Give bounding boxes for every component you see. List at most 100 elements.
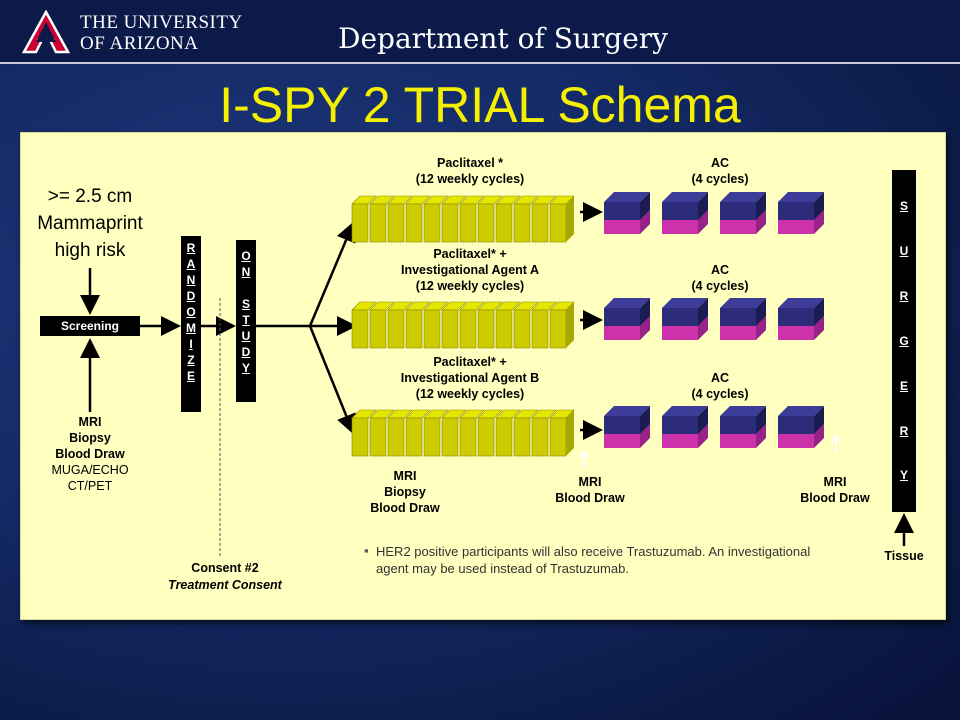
ac-cycle-bottom-side-arm-2	[814, 316, 824, 340]
ac-cycle-bottom-arm-3	[778, 434, 814, 448]
randomize-letter: I	[189, 337, 193, 351]
taxol-cycle-arm-2	[513, 309, 531, 349]
ac-cycle-top-arm-3	[604, 416, 640, 434]
university-logo-icon	[22, 10, 70, 54]
taxol-cycle-arm-3	[495, 417, 513, 457]
ac-cycle-bottom-side-arm-2	[640, 316, 650, 340]
ac-cycle-bottom-side-arm-1	[756, 210, 766, 234]
surgery-bar: S U R G E R Y	[892, 170, 916, 512]
taxol-cycle-side-arm-2	[566, 302, 574, 348]
ac-label-line: AC	[710, 263, 730, 277]
pre-surgery-blood-draw: Blood Draw	[800, 491, 870, 505]
taxol-cycle-arm-3	[351, 417, 369, 457]
randomize-letter: Z	[187, 353, 195, 367]
baseline-blood-draw: Blood Draw	[55, 447, 125, 461]
ac-cycle-bottom-arm-2	[662, 326, 698, 340]
randomize-letter: A	[186, 257, 196, 271]
midpoint-mri: MRI	[393, 469, 417, 483]
ac-cycle-top-side-arm-2	[756, 298, 766, 326]
on-study-letter: U	[241, 329, 251, 343]
consent-title: Consent #2	[191, 561, 259, 575]
arm-2-label-line: Paclitaxel* +	[433, 247, 507, 261]
randomize-letter: M	[186, 321, 196, 335]
taxol-cycle-arm-1	[459, 203, 477, 243]
ac-cycle-top-side-arm-2	[640, 298, 650, 326]
taxol-cycle-arm-2	[405, 309, 423, 349]
taxol-cycle-side-arm-1	[566, 196, 574, 242]
department-title: Department of Surgery	[338, 22, 668, 55]
arm-3-label-line: Investigational Agent B	[400, 371, 540, 385]
surgery-letter: U	[899, 244, 909, 259]
ac-cycle-top-top-arm-1	[604, 192, 650, 202]
taxol-cycle-arm-1	[477, 203, 495, 243]
ac-cycle-bottom-arm-3	[720, 434, 756, 448]
taxol-cycle-arm-3	[423, 417, 441, 457]
ac-cycle-top-side-arm-1	[814, 192, 824, 220]
taxol-cycle-arm-2	[369, 309, 387, 349]
midpoint-tests: MRI Biopsy Blood Draw	[355, 468, 455, 516]
ac-cycle-bottom-side-arm-3	[640, 424, 650, 448]
ac-cycle-bottom-arm-1	[778, 220, 814, 234]
branch-arrow-arm-1	[308, 221, 356, 327]
taxol-cycle-side-arm-3	[566, 410, 574, 456]
arm-1-label: Paclitaxel * (12 weekly cycles)	[360, 155, 580, 187]
randomize-letter: E	[186, 369, 195, 383]
ac-cycle-top-arm-2	[720, 308, 756, 326]
ac-cycle-top-side-arm-3	[814, 406, 824, 434]
arm-2-ac-label: AC (4 cycles)	[670, 262, 770, 294]
ac-cycle-bottom-arm-2	[778, 326, 814, 340]
ac-cycle-top-side-arm-2	[814, 298, 824, 326]
surgery-letter: E	[899, 378, 908, 393]
ac-cycle-bottom-arm-1	[604, 220, 640, 234]
taxol-cycle-arm-2	[423, 309, 441, 349]
screening-box: Screening	[40, 316, 140, 336]
taxol-cycle-arm-1	[495, 203, 513, 243]
on-study-letter: O	[241, 249, 251, 263]
taxol-cycle-arm-2	[531, 309, 549, 349]
ac-cycle-top-top-arm-3	[604, 406, 650, 416]
ac-cycle-top-side-arm-1	[640, 192, 650, 220]
ac-cycle-top-side-arm-3	[698, 406, 708, 434]
ac-cycle-top-arm-2	[662, 308, 698, 326]
on-study-letter: D	[241, 345, 251, 359]
arm-1-ac-label: AC (4 cycles)	[670, 155, 770, 187]
taxol-cycle-arm-1	[405, 203, 423, 243]
consent-label: Consent #2 Treatment Consent	[140, 560, 310, 594]
header-divider	[0, 62, 960, 64]
midpoint-biopsy: Biopsy	[384, 485, 426, 499]
surgery-letter: S	[899, 199, 908, 214]
baseline-biopsy: Biopsy	[69, 431, 111, 445]
taxol-cycle-arm-3	[459, 417, 477, 457]
arm-3-ac-label: AC (4 cycles)	[670, 370, 770, 402]
arm-3-label: Paclitaxel* + Investigational Agent B (1…	[340, 354, 600, 402]
ac-cycle-top-top-arm-1	[720, 192, 766, 202]
on-study-letter: N	[241, 265, 251, 279]
ac-cycle-bottom-side-arm-1	[698, 210, 708, 234]
ac-cycle-top-top-arm-2	[662, 298, 708, 308]
ac-cycle-top-top-arm-2	[604, 298, 650, 308]
ac-cycle-top-arm-2	[778, 308, 814, 326]
baseline-tests: MRI Biopsy Blood Draw MUGA/ECHO CT/PET	[30, 414, 150, 494]
taxol-cycle-arm-1	[531, 203, 549, 243]
ac-cycle-bottom-arm-2	[604, 326, 640, 340]
surgery-letter: Y	[899, 468, 908, 483]
ac-label-line: (4 cycles)	[691, 279, 749, 293]
ac-label-line: AC	[710, 156, 730, 170]
ac-cycle-top-side-arm-3	[756, 406, 766, 434]
arm-2-label-line: (12 weekly cycles)	[415, 279, 525, 293]
taxol-cycle-arm-1	[423, 203, 441, 243]
ac-cycle-bottom-side-arm-2	[698, 316, 708, 340]
taxol-cycle-arm-2	[459, 309, 477, 349]
arm-2-label: Paclitaxel* + Investigational Agent A (1…	[340, 246, 600, 294]
eligibility-criteria: >= 2.5 cm Mammaprint high risk	[30, 183, 150, 264]
arm-3-label-line: Paclitaxel* +	[433, 355, 507, 369]
ac-cycle-top-top-arm-3	[778, 406, 824, 416]
ac-cycle-top-top-arm-3	[662, 406, 708, 416]
randomize-bar: R A N D O M I Z E	[181, 236, 201, 412]
taxol-cycle-arm-2	[351, 309, 369, 349]
consent-subtitle: Treatment Consent	[168, 578, 282, 592]
ac-cycle-top-arm-3	[778, 416, 814, 434]
ac-cycle-bottom-arm-3	[662, 434, 698, 448]
on-study-letter: T	[242, 313, 250, 327]
footnote-bullet: ▪	[364, 543, 369, 558]
